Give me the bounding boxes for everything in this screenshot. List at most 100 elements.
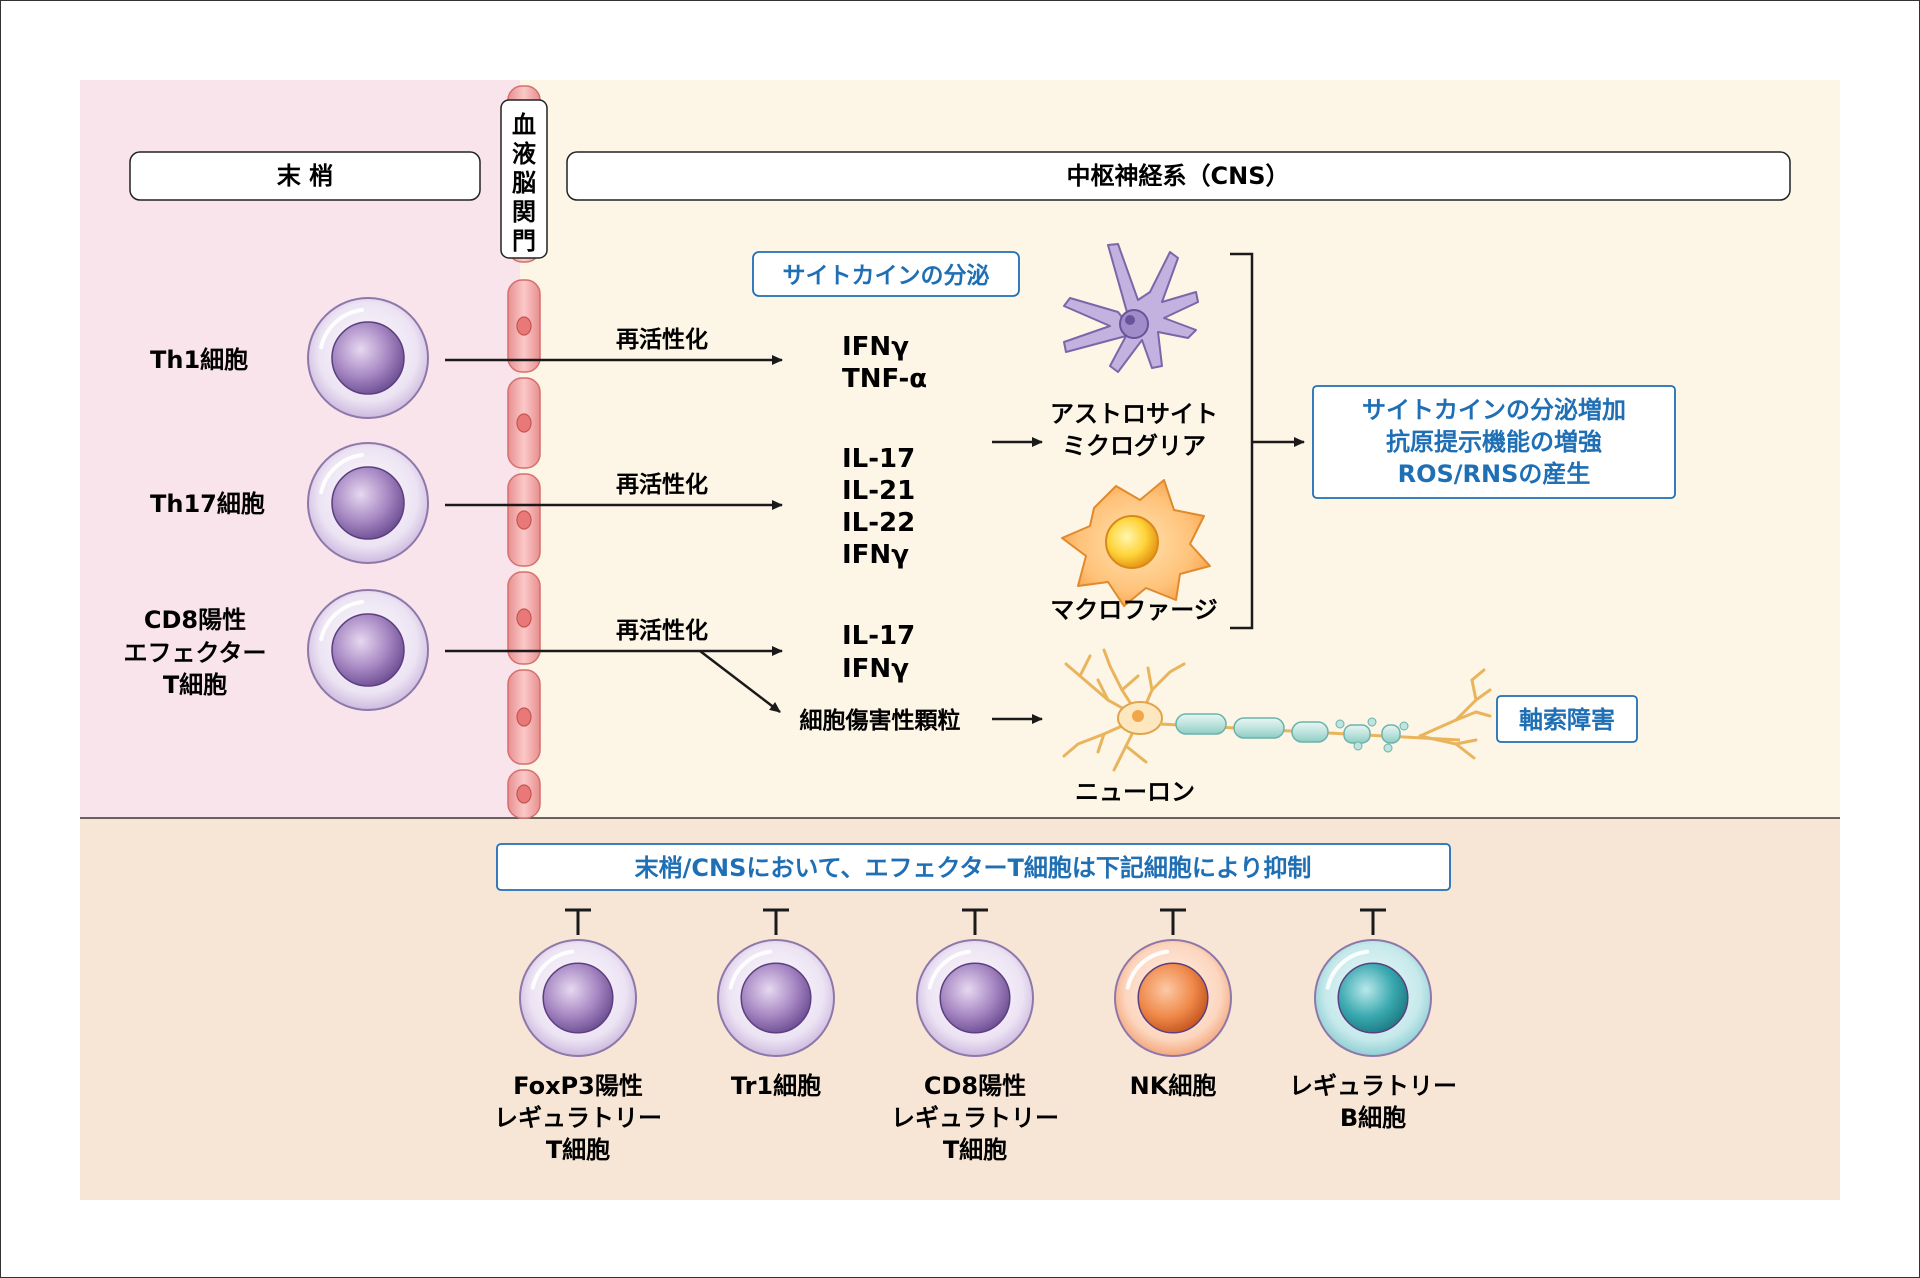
dendrite [1146, 666, 1154, 692]
suppressor-label: NK細胞 [1130, 1072, 1217, 1100]
cd8-label-line3: T細胞 [163, 671, 227, 699]
cytokine-1-1: IFNγ [842, 332, 909, 362]
cd8-effector-cell [307, 589, 429, 711]
suppressor-label: FoxP3陽性 [513, 1072, 643, 1100]
cd8-label-line1: CD8陽性 [144, 606, 246, 634]
myelin-sheath [1233, 717, 1285, 739]
cd8-label-line2: エフェクター [123, 639, 266, 667]
cytokine-2-1: IL-17 [842, 444, 915, 474]
cell-nucleus [542, 962, 614, 1034]
suppressor-label: T細胞 [943, 1136, 1007, 1164]
effect-3: ROS/RNSの産生 [1398, 460, 1591, 488]
myelin-debris [1335, 719, 1345, 729]
neuron-icon [1062, 648, 1492, 772]
suppressor-label: レギュラトリー [494, 1104, 662, 1132]
cytokine-3-1: IL-17 [842, 621, 915, 651]
th1-label: Th1細胞 [150, 346, 248, 374]
cell-nucleus [740, 962, 812, 1034]
endothelial-nucleus [516, 608, 532, 628]
cns-header-box [566, 151, 1791, 201]
reactivation-label-3: 再活性化 [616, 617, 708, 644]
cell-nucleus [331, 466, 405, 540]
cell-highlight [1325, 949, 1370, 990]
reactivation-label-1: 再活性化 [616, 326, 708, 353]
bbb-header-box [500, 99, 548, 259]
peripheral-header: 末 梢 [277, 162, 333, 190]
dendrite [1096, 678, 1110, 702]
th1-cell [307, 297, 429, 419]
neuron-label: ニューロン [1075, 778, 1195, 806]
astrocyte-label-1: アストロサイト [1050, 400, 1218, 428]
cell-highlight [728, 949, 773, 990]
bbb-char-1: 血 [512, 111, 536, 139]
suppression-title-box [496, 843, 1451, 891]
suppressor-cell-4: NK細胞 [1114, 908, 1232, 1100]
myelin-debris [1353, 741, 1363, 751]
axon-damage-label: 軸索障害 [1519, 706, 1615, 734]
cell-nucleus [1337, 962, 1409, 1034]
cd8-granule-arrow [699, 650, 781, 713]
cell-nucleus [331, 321, 405, 395]
bbb-char-5: 門 [512, 227, 536, 255]
suppressor-label: CD8陽性 [924, 1072, 1026, 1100]
th17-label: Th17細胞 [150, 490, 265, 518]
effects-box [1312, 385, 1676, 499]
axon-terminal [1470, 668, 1486, 682]
bbb-char-4: 関 [512, 198, 536, 226]
cns-header: 中枢神経系（CNS） [1067, 162, 1290, 190]
bbb-char-3: 脳 [512, 169, 536, 197]
astrocyte-icon [1063, 243, 1199, 373]
peripheral-header-box [129, 151, 481, 201]
macrophage-label: マクロファージ [1050, 596, 1218, 624]
dendrite [1078, 654, 1092, 678]
cell-nucleus [1137, 962, 1209, 1034]
axon-terminal [1418, 678, 1478, 738]
cell-highlight [530, 949, 575, 990]
reactivation-label-2: 再活性化 [616, 471, 708, 498]
myelin-debris [1399, 721, 1409, 731]
myelin-sheath [1175, 713, 1227, 735]
suppressor-label: B細胞 [1340, 1104, 1406, 1132]
cell-highlight [319, 308, 364, 350]
cytokine-1-2: TNF-α [842, 364, 927, 394]
suppressor-label: Tr1細胞 [731, 1072, 821, 1100]
macrophage-icon [1061, 479, 1211, 607]
damaged-myelin-fragment [1381, 724, 1401, 744]
cytokine-secretion-label: サイトカインの分泌 [783, 262, 990, 289]
suppressor-cell-5: レギュラトリー B細胞 [1289, 908, 1457, 1132]
neuron-nucleus [1132, 710, 1144, 722]
myelin-debris [1383, 743, 1393, 753]
cytotoxic-granules-label: 細胞傷害性顆粒 [800, 707, 961, 734]
th17-cell [307, 442, 429, 564]
myelin-sheath [1291, 721, 1329, 743]
cytokine-secretion-box [752, 251, 1020, 297]
cell-highlight [319, 453, 364, 495]
cytokine-2-3: IL-22 [842, 508, 915, 538]
myelin-debris [1367, 717, 1377, 727]
dendrite [1124, 744, 1148, 764]
bbb-char-2: 液 [512, 140, 536, 168]
endothelial-nucleus [516, 784, 532, 804]
axon-terminal [1474, 710, 1492, 718]
astrocyte-label-2: ミクログリア [1062, 432, 1206, 460]
effect-1: サイトカインの分泌増加 [1362, 396, 1626, 424]
suppressor-label: レギュラトリー [891, 1104, 1059, 1132]
cytokine-2-4: IFNγ [842, 540, 909, 570]
suppressor-cell-2: Tr1細胞 [717, 908, 835, 1100]
cell-nucleus [331, 613, 405, 687]
endothelial-nucleus [516, 316, 532, 336]
endothelial-nucleus [516, 707, 532, 727]
suppressor-label: レギュラトリー [1289, 1072, 1457, 1100]
cell-highlight [927, 949, 972, 990]
cell-nucleus [939, 962, 1011, 1034]
suppressor-label: T細胞 [546, 1136, 610, 1164]
cytokine-2-2: IL-21 [842, 476, 915, 506]
axon-damage-box [1496, 695, 1638, 743]
effect-2: 抗原提示機能の増強 [1386, 428, 1602, 456]
dendrite [1120, 674, 1140, 692]
cytokine-3-2: IFNγ [842, 654, 909, 684]
dendrite [1096, 732, 1106, 754]
